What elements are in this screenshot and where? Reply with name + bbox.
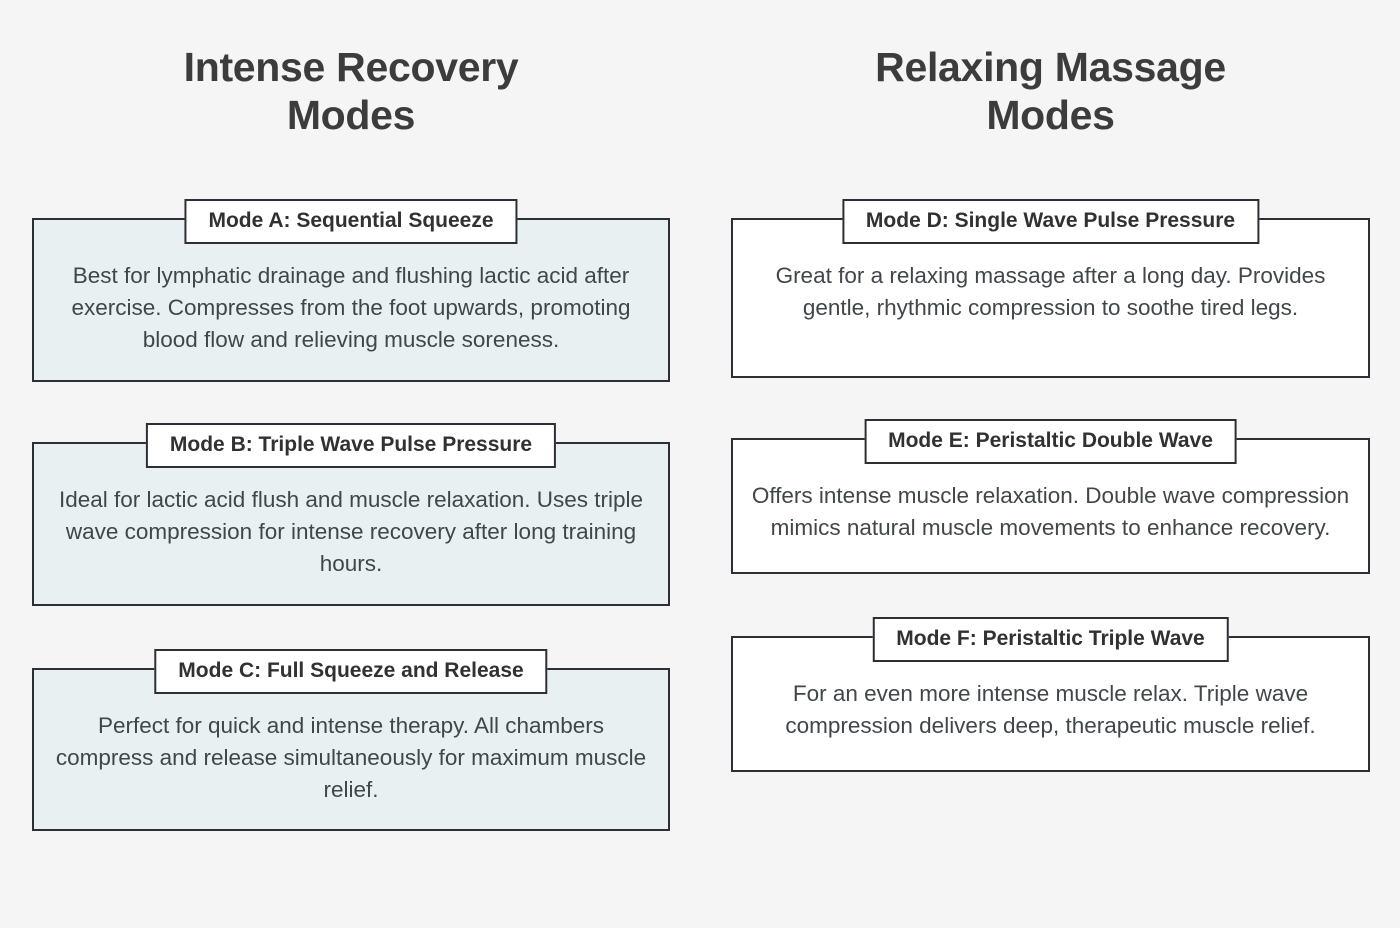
column-relaxing-massage: Relaxing Massage Modes Mode D: Single Wa…	[700, 0, 1400, 928]
mode-card-d-title: Mode D: Single Wave Pulse Pressure	[841, 199, 1260, 245]
column-heading-line-1: Intense Recovery	[183, 44, 519, 90]
mode-card-a-title: Mode A: Sequential Squeeze	[184, 199, 518, 245]
mode-card-b-description: Ideal for lactic acid flush and muscle r…	[58, 486, 644, 576]
column-heading-line-2: Modes	[286, 91, 416, 138]
mode-card-d-description: Great for a relaxing massage after a lon…	[775, 263, 1326, 320]
mode-card-a-description: Best for lymphatic drainage and flushing…	[71, 263, 631, 352]
mode-card-d[interactable]: Mode D: Single Wave Pulse Pressure Great…	[731, 199, 1370, 378]
mode-card-b[interactable]: Mode B: Triple Wave Pulse Pressure Ideal…	[32, 422, 670, 606]
column-heading-relaxing-massage: Relaxing Massage Modes	[731, 44, 1370, 196]
column-heading-line-2: Modes	[986, 91, 1115, 138]
mode-card-b-title: Mode B: Triple Wave Pulse Pressure	[145, 422, 557, 468]
column-intense-recovery: Intense Recovery Modes Mode A: Sequentia…	[32, 44, 670, 832]
mode-card-f-description: For an even more intense muscle relax. T…	[785, 681, 1316, 738]
column-heading-intense-recovery: Intense Recovery Modes	[32, 44, 670, 196]
mode-card-e-description: Offers intense muscle relaxation. Double…	[751, 483, 1350, 540]
mode-card-f[interactable]: Mode F: Peristaltic Triple Wave For an e…	[731, 617, 1370, 772]
column-heading-line-1: Relaxing Massage	[875, 44, 1226, 90]
mode-card-f-title: Mode F: Peristaltic Triple Wave	[872, 617, 1229, 663]
mode-card-c[interactable]: Mode C: Full Squeeze and Release Perfect…	[32, 648, 670, 832]
mode-card-a[interactable]: Mode A: Sequential Squeeze Best for lymp…	[32, 199, 670, 382]
mode-card-e[interactable]: Mode E: Peristaltic Double Wave Offers i…	[731, 419, 1370, 574]
mode-card-e-title: Mode E: Peristaltic Double Wave	[864, 419, 1237, 465]
mode-card-c-title: Mode C: Full Squeeze and Release	[154, 648, 548, 694]
mode-card-c-description: Perfect for quick and intense therapy. A…	[55, 712, 647, 802]
